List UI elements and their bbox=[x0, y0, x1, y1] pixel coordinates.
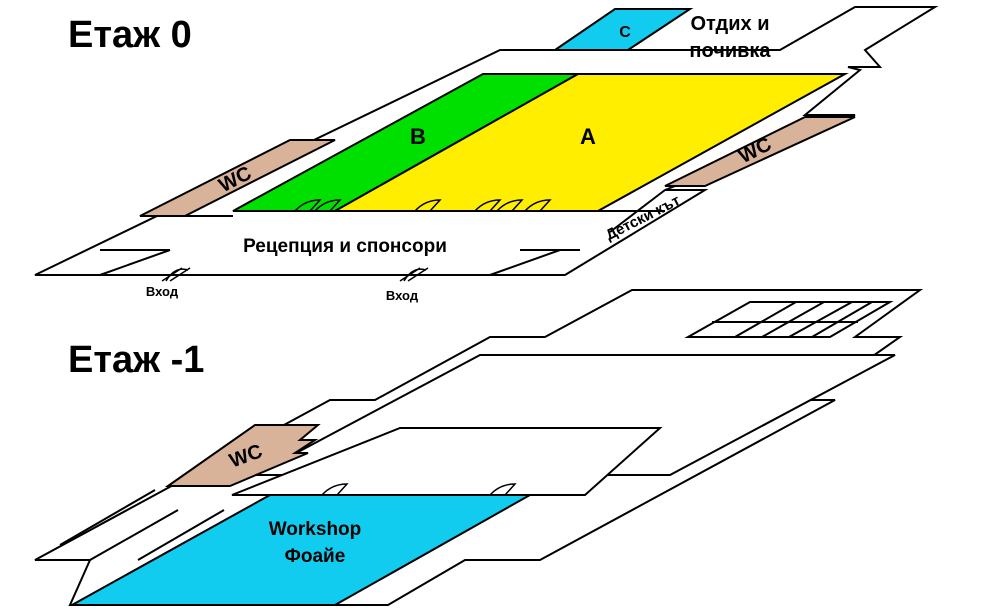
wc-right-room bbox=[664, 116, 856, 187]
door-icon bbox=[474, 199, 502, 212]
room-c bbox=[551, 8, 694, 51]
corridor-line bbox=[89, 509, 179, 561]
door-icon bbox=[489, 483, 517, 496]
door-icon bbox=[321, 483, 349, 496]
workshop-label-1: Workshop bbox=[269, 519, 362, 540]
room-b-label: B bbox=[410, 124, 426, 149]
corridor-line bbox=[137, 509, 225, 561]
door-icon bbox=[294, 199, 322, 212]
room-c-label: C bbox=[619, 24, 631, 41]
stair-step bbox=[811, 301, 873, 338]
wc-basement-room bbox=[164, 424, 321, 487]
door-icon bbox=[314, 199, 342, 212]
rest-area-label-1: Отдих и bbox=[690, 13, 769, 35]
corridor-line bbox=[59, 489, 156, 546]
room-a-label: A bbox=[580, 124, 596, 149]
door-icon bbox=[414, 199, 442, 212]
entrance-right-label: Вход bbox=[386, 288, 419, 303]
stair-step bbox=[734, 301, 797, 338]
door-icon bbox=[496, 199, 524, 212]
corridor-line bbox=[609, 189, 666, 233]
entrance-left-icon bbox=[161, 267, 191, 282]
ground-floor: WC B A C Отдих и почивка WC Детски кът Р… bbox=[34, 6, 939, 303]
door-icon bbox=[524, 199, 552, 212]
basement-floor-title: Етаж -1 bbox=[68, 339, 204, 381]
stair-step bbox=[761, 301, 825, 338]
workshop-label-2: Фоайе bbox=[285, 546, 346, 567]
entrance-right-icon bbox=[399, 267, 429, 282]
corridor-line bbox=[489, 249, 561, 276]
ground-floor-title: Етаж 0 bbox=[68, 14, 192, 56]
room-a bbox=[331, 73, 849, 212]
stairs-block bbox=[684, 301, 894, 338]
corridor-line bbox=[99, 249, 171, 276]
reception-label: Рецепция и спонсори bbox=[243, 236, 447, 257]
rest-area-label-2: почивка bbox=[689, 40, 771, 62]
basement-floor: WC Workshop Фоайе Етаж -1 bbox=[34, 289, 924, 606]
stair-step bbox=[788, 301, 853, 338]
entrance-left-label: Вход bbox=[146, 284, 179, 299]
